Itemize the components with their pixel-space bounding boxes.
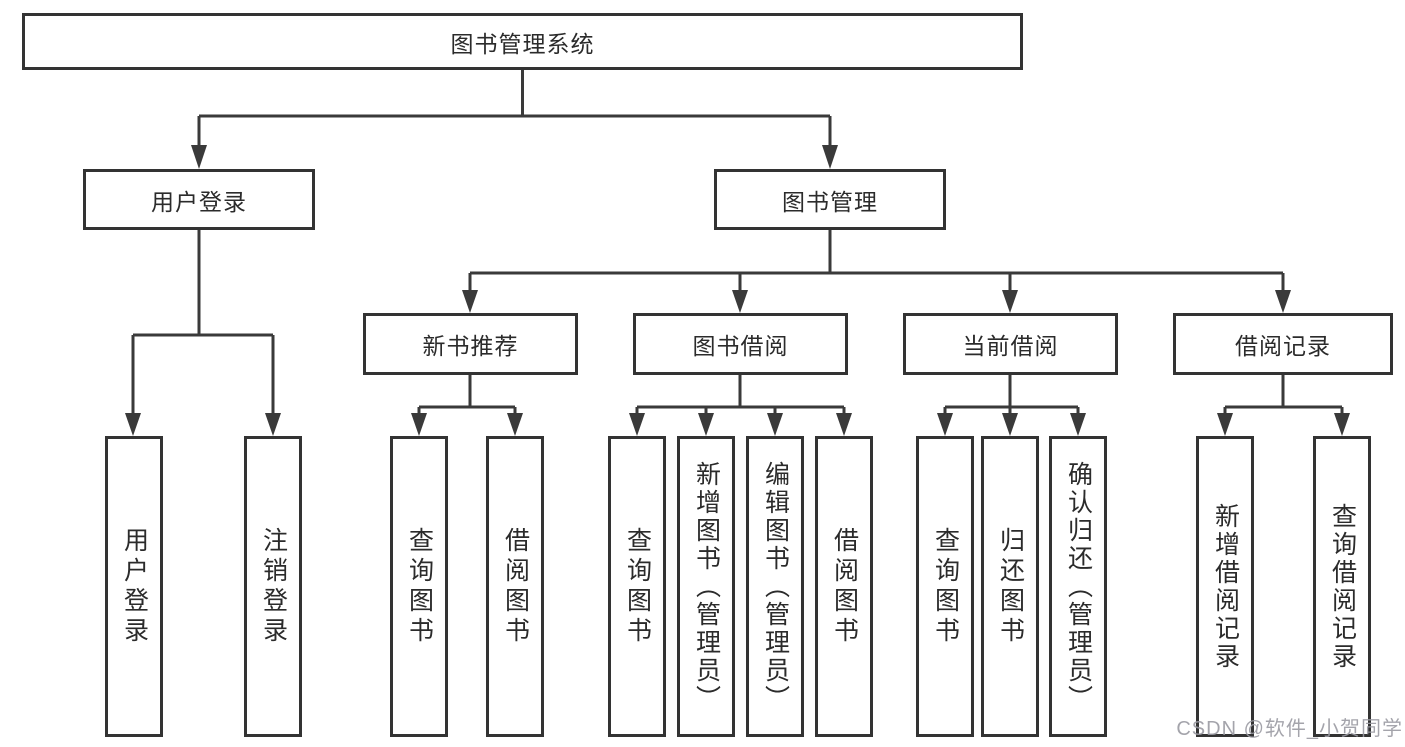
leaf-logout-login: 注销登录 [244, 436, 302, 737]
leaf-user-login: 用户登录 [105, 436, 163, 737]
leaf-add-book-admin: 新增图书（管理员） [677, 436, 735, 737]
csdn-watermark: CSDN @软件_小贺同学 [1176, 718, 1403, 740]
leaf-confirm-return-admin: 确认归还（管理员） [1049, 436, 1107, 737]
node-new-book-recommendation: 新书推荐 [363, 313, 578, 375]
node-current-borrowing: 当前借阅 [903, 313, 1118, 375]
leaf-query-borrow-record: 查询借阅记录 [1313, 436, 1371, 737]
leaf-query-books: 查询图书 [608, 436, 666, 737]
leaf-query-books: 查询图书 [916, 436, 974, 737]
node-book-management: 图书管理 [714, 169, 946, 230]
leaf-return-book: 归还图书 [981, 436, 1039, 737]
leaf-add-borrow-record: 新增借阅记录 [1196, 436, 1254, 737]
node-library-management-system: 图书管理系统 [22, 13, 1023, 70]
node-user-login: 用户登录 [83, 169, 315, 230]
leaf-borrow-books: 借阅图书 [486, 436, 544, 737]
leaf-edit-book-admin: 编辑图书（管理员） [746, 436, 804, 737]
leaf-borrow-books: 借阅图书 [815, 436, 873, 737]
leaf-query-books: 查询图书 [390, 436, 448, 737]
node-borrowing-records: 借阅记录 [1173, 313, 1393, 375]
node-book-borrowing: 图书借阅 [633, 313, 848, 375]
